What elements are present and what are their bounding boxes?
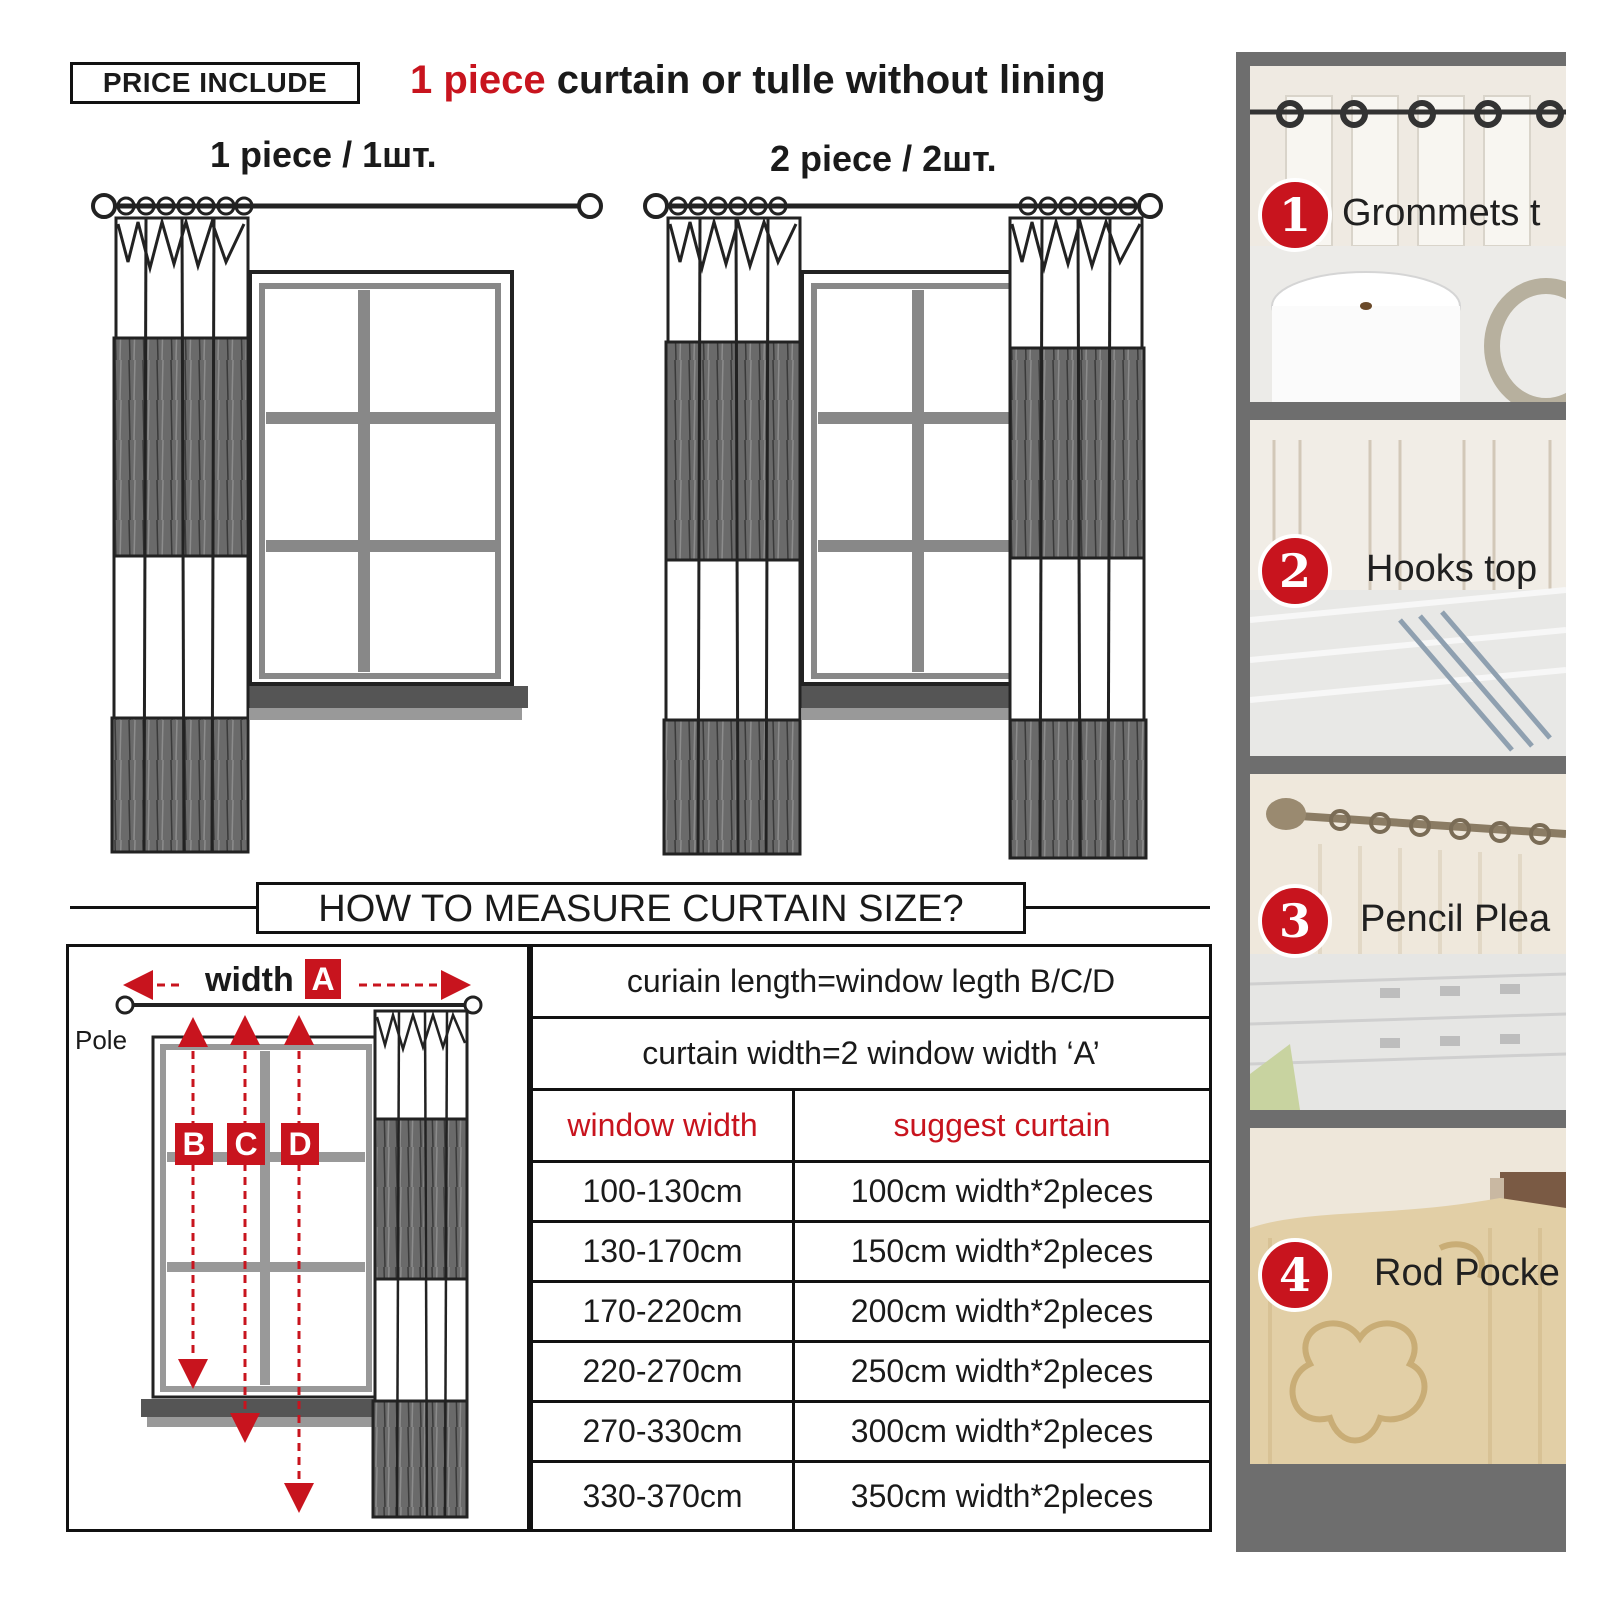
curtain-right-b [1008, 216, 1148, 860]
table-row: 220-270cm 250cm width*2pleces [533, 1343, 1209, 1403]
curtain-rod-right [643, 193, 1163, 219]
style-label: Pencil Plea [1360, 898, 1551, 940]
measure-diagram: width A Pole B C D [66, 944, 530, 1532]
marker-a: A [305, 959, 341, 999]
suggest-curtain-cell: 350cm width*2pleces [850, 1477, 1154, 1514]
measure-title: HOW TO MEASURE CURTAIN SIZE? [256, 882, 1026, 934]
formula-width-row: curtain width=2 window width ‘A’ [533, 1019, 1209, 1091]
curtain-rod-left [91, 193, 603, 219]
style-panel-rod-pocket: 4 Rod Pocke [1250, 1128, 1566, 1464]
formula-width: curtain width=2 window width ‘A’ [642, 1035, 1100, 1071]
curtain-left [110, 216, 250, 854]
suggest-curtain-cell: 250cm width*2pleces [850, 1353, 1154, 1389]
style-panel-pencil-pleat: 3 Pencil Plea [1250, 774, 1566, 1110]
window-left [244, 270, 528, 720]
style-label: Grommets t [1342, 192, 1541, 234]
suggest-curtain-cell: 150cm width*2pleces [850, 1233, 1154, 1269]
style-panel-grommets: 1 Grommets t [1250, 66, 1566, 402]
table-row: 100-130cm 100cm width*2pleces [533, 1163, 1209, 1223]
formula-length-row: curiain length=window legth B/C/D [533, 947, 1209, 1019]
heading-styles-strip: 1 Grommets t 2 Hooks top [1236, 52, 1566, 1552]
style-number-badge: 4 [1258, 1238, 1332, 1312]
formula-length: curiain length=window legth B/C/D [626, 963, 1116, 999]
table-row: 130-170cm 150cm width*2pleces [533, 1223, 1209, 1283]
window-width-cell: 130-170cm [533, 1223, 795, 1280]
marker-c: C [227, 1123, 265, 1165]
headline: 1 piece curtain or tulle without lining [410, 58, 1106, 103]
table-row: 170-220cm 200cm width*2pleces [533, 1283, 1209, 1343]
curtain-right-a [662, 216, 802, 856]
suggest-curtain-cell: 100cm width*2pleces [850, 1173, 1154, 1209]
window-width-cell: 170-220cm [533, 1283, 795, 1340]
size-table: curiain length=window legth B/C/D curtai… [530, 944, 1212, 1532]
pole-label: Pole [75, 1025, 128, 1055]
window-width-cell: 330-370cm [533, 1463, 795, 1529]
style-number-badge: 3 [1258, 884, 1332, 958]
two-piece-label: 2 piece / 2шт. [770, 138, 997, 179]
style-number-badge: 2 [1258, 534, 1332, 608]
style-panel-hooks: 2 Hooks top [1250, 420, 1566, 756]
style-label: Hooks top [1366, 548, 1538, 590]
col-window-width: window width [533, 1091, 795, 1160]
one-piece-label: 1 piece / 1шт. [210, 134, 437, 175]
price-include-badge: PRICE INCLUDE [70, 62, 360, 104]
width-label: width [201, 961, 298, 1000]
marker-b: B [175, 1123, 213, 1165]
table-header-row: window width suggest curtain [533, 1091, 1209, 1163]
headline-highlight: 1 piece [410, 58, 546, 102]
suggest-curtain-cell: 200cm width*2pleces [850, 1293, 1154, 1329]
marker-d: D [281, 1123, 319, 1165]
col-suggest-curtain: suggest curtain [893, 1107, 1111, 1143]
grommets-photo [1250, 66, 1566, 402]
headline-text: curtain or tulle without lining [556, 58, 1106, 102]
window-width-cell: 220-270cm [533, 1343, 795, 1400]
curtain-illustrations [91, 193, 1163, 860]
style-label: Rod Pocke [1374, 1252, 1560, 1294]
measure-diagram-art [115, 970, 483, 1519]
table-row: 330-370cm 350cm width*2pleces [533, 1463, 1209, 1529]
window-width-cell: 270-330cm [533, 1403, 795, 1460]
style-number-badge: 1 [1258, 178, 1332, 252]
suggest-curtain-cell: 300cm width*2pleces [850, 1413, 1154, 1449]
table-row: 270-330cm 300cm width*2pleces [533, 1403, 1209, 1463]
window-width-cell: 100-130cm [533, 1163, 795, 1220]
